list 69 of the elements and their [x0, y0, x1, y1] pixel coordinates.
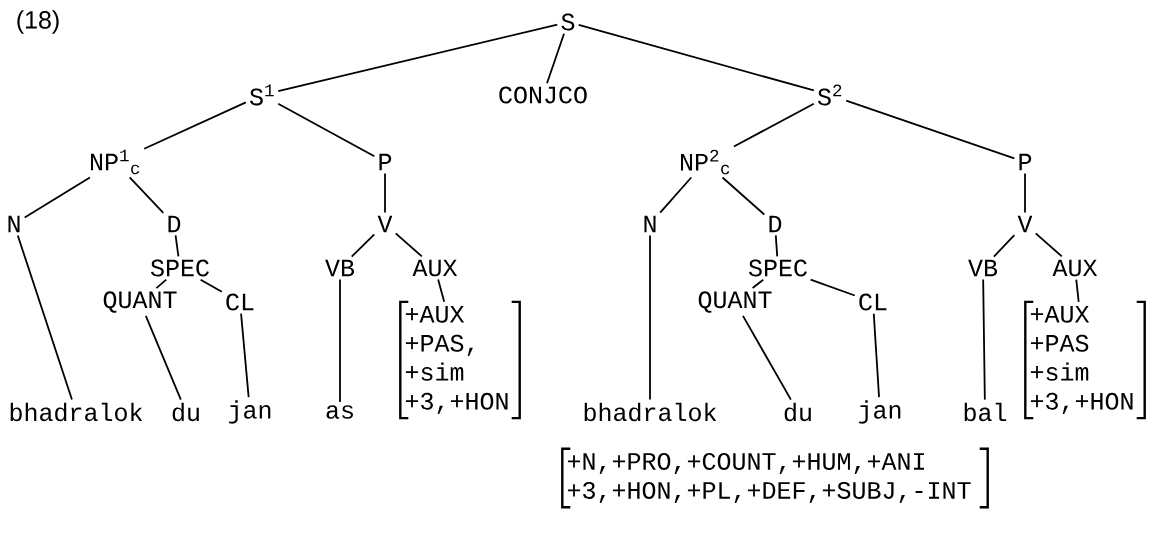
- word-label: bhadralok: [10, 402, 143, 422]
- tree-branch: [845, 99, 1016, 160]
- category-label: D: [769, 215, 782, 233]
- category-label: NP$^{1}$c: [91, 149, 140, 175]
- feature-bracket: +N,+PRO,+COUNT,+HUM,+ANI +3,+HON,+PL,+DEF,+SUBJ,-INT: [561, 447, 989, 509]
- tree-branch: [155, 278, 168, 289]
- category-label: QUANT: [698, 291, 772, 313]
- tree-branch: [546, 32, 565, 85]
- tree-branch: [16, 234, 73, 401]
- tree-branch: [143, 101, 247, 150]
- feature-bracket: +AUX +PAS +sim +3,+HON: [1024, 300, 1146, 420]
- word-label: du: [784, 402, 811, 422]
- category-label: S$^{1}$: [249, 84, 274, 106]
- tree-branch: [659, 176, 693, 214]
- category-label: P: [1019, 153, 1032, 171]
- tree-branch: [384, 172, 386, 214]
- word-label: bal: [964, 402, 1007, 422]
- category-label: D: [168, 215, 181, 233]
- tree-branch: [649, 234, 651, 401]
- tree-branch: [277, 23, 559, 93]
- category-label: P: [379, 153, 392, 171]
- tree-branch: [240, 312, 250, 399]
- category-label: V: [1017, 215, 1033, 233]
- tree-branch: [721, 176, 766, 216]
- tree-branch: [742, 315, 792, 401]
- tree-branch: [809, 278, 856, 297]
- tree-branch: [144, 315, 182, 401]
- tree-branch: [1034, 232, 1063, 258]
- category-label: CONJCO: [499, 86, 587, 104]
- word-label: du: [172, 402, 199, 422]
- feature-bracket: +AUX +PAS, +sim +3,+HON: [399, 300, 521, 420]
- category-label: SPEC: [748, 259, 807, 277]
- word-label: as: [326, 405, 353, 419]
- category-label: CL: [859, 293, 887, 311]
- tree-branch: [993, 234, 1016, 258]
- category-label: CL: [226, 293, 254, 311]
- category-label: AUX: [412, 259, 458, 277]
- category-label: S$^{2}$: [817, 84, 842, 106]
- category-label: QUANT: [103, 291, 177, 313]
- tree-branch: [339, 278, 341, 403]
- tree-branch: [982, 278, 986, 401]
- tree-branch: [277, 102, 376, 158]
- tree-branch: [1075, 278, 1080, 303]
- word-label: jan: [858, 400, 901, 424]
- tree-branch: [751, 278, 765, 289]
- category-label: VB: [325, 259, 355, 277]
- word-label: bhadralok: [584, 402, 717, 422]
- tree-branch: [774, 234, 779, 258]
- example-number: (18): [17, 10, 59, 34]
- tree-branch: [174, 234, 180, 258]
- tree-branch: [1024, 172, 1026, 214]
- tree-branch: [350, 233, 376, 258]
- tree-branch: [872, 312, 880, 399]
- word-label: jan: [228, 400, 271, 424]
- tree-branch: [437, 278, 446, 303]
- category-label: SPEC: [150, 259, 209, 277]
- tree-branch: [128, 176, 165, 214]
- category-label: AUX: [1052, 259, 1098, 277]
- category-label: VB: [968, 259, 998, 277]
- tree-branch: [394, 232, 423, 258]
- category-label: NP$^{2}$c: [681, 149, 730, 175]
- tree-branch: [733, 102, 815, 148]
- category-label: N: [644, 215, 656, 233]
- tree-branch: [577, 24, 815, 92]
- category-label: S: [561, 13, 575, 31]
- tree-branch: [23, 176, 91, 219]
- category-label: N: [8, 215, 20, 233]
- category-label: V: [377, 215, 393, 233]
- tree-branch: [199, 278, 223, 293]
